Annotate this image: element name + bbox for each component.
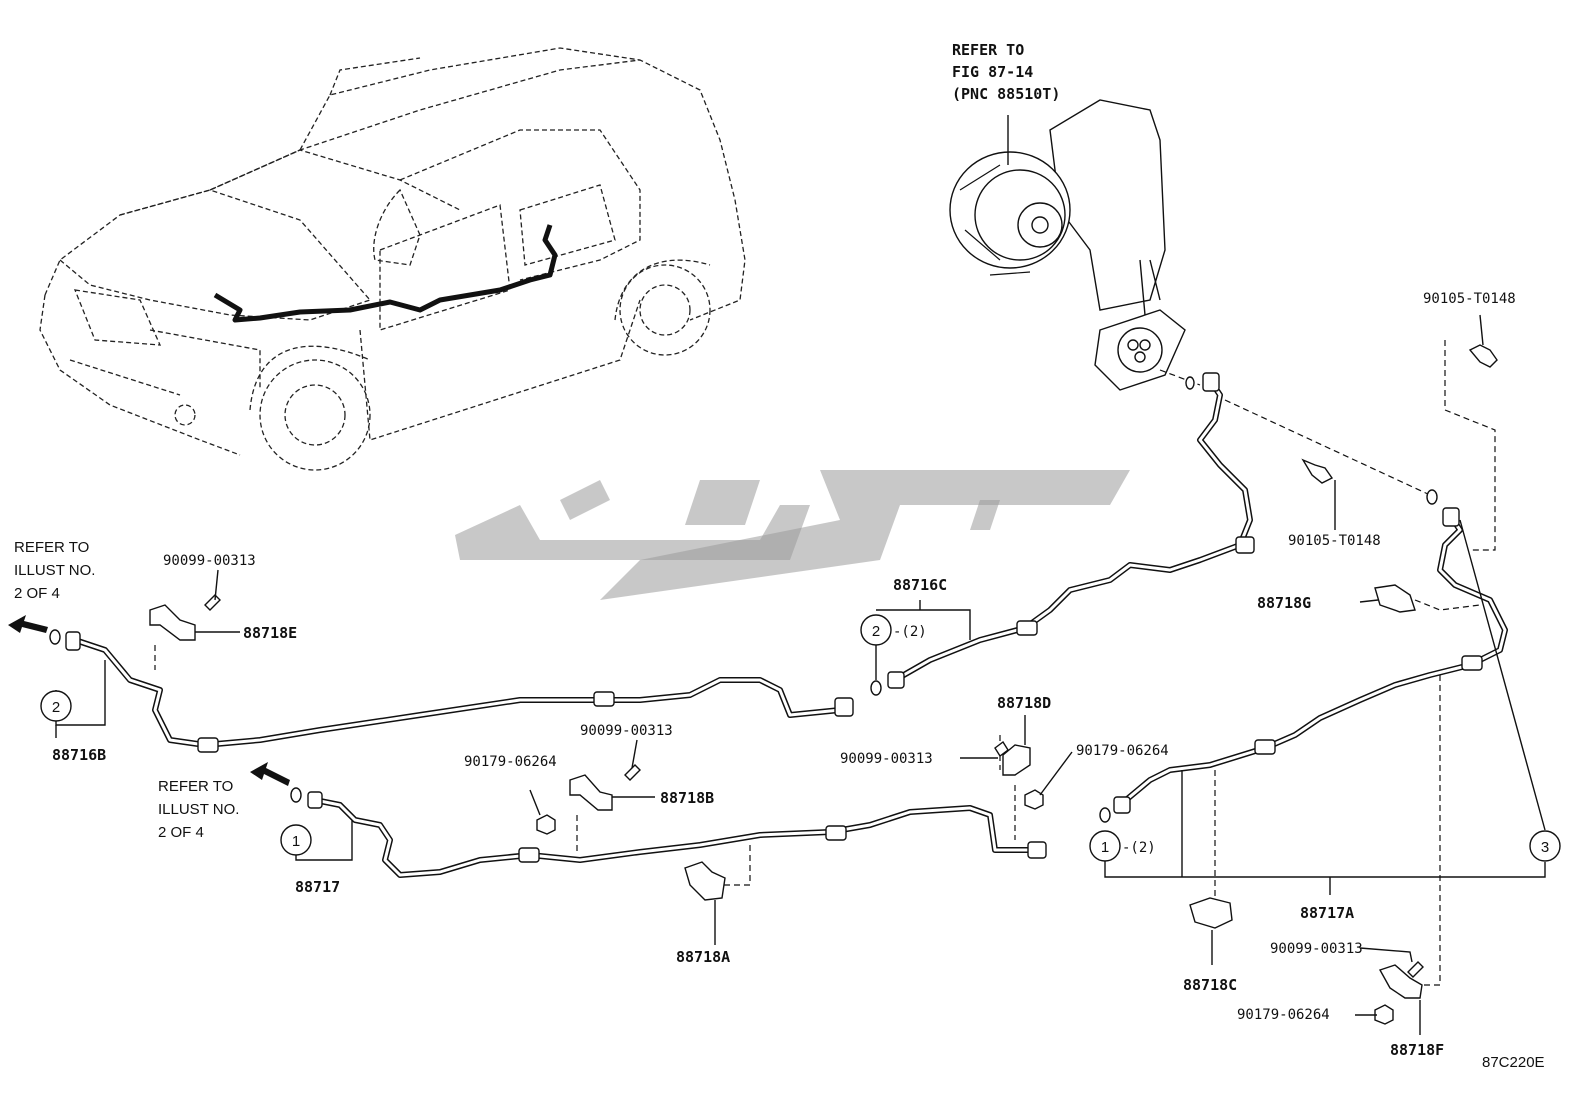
refer-note-line: ILLUST NO.	[158, 801, 239, 818]
clamp-88718A-icon	[684, 861, 726, 901]
small-parts	[8, 344, 1498, 1025]
part-label-88718F: 88718F	[1390, 1041, 1444, 1059]
o-ring-icon	[1426, 489, 1438, 505]
clamp-88718G-icon	[1374, 584, 1416, 613]
part-label-90179-06264: 90179-06264	[1237, 1007, 1330, 1023]
refer-note-line: (PNC 88510T)	[952, 85, 1060, 103]
part-label-88717A: 88717A	[1300, 904, 1354, 922]
part-label-88718E: 88718E	[243, 624, 297, 642]
part-label-88718A: 88718A	[676, 948, 730, 966]
part-labels: 88716B 88716C 88717 88717A 88718A 88718B…	[52, 291, 1545, 1071]
vehicle-illustration	[39, 47, 746, 471]
callout-circle	[280, 824, 312, 856]
callout-2: 2	[52, 699, 60, 716]
callouts: 2 1 2 -(2) 1 -(2) 3	[40, 614, 1561, 862]
part-label-90105-T0148: 90105-T0148	[1423, 291, 1516, 307]
refer-note-line: REFER TO	[952, 41, 1024, 59]
reference-notes: REFER TO FIG 87-14 (PNC 88510T) REFER TO…	[14, 41, 1060, 841]
callout-circle	[40, 690, 72, 722]
part-label-88716C: 88716C	[893, 576, 947, 594]
part-label-88718B: 88718B	[660, 789, 714, 807]
part-label-90099-00313: 90099-00313	[163, 553, 256, 569]
refer-note-line: ILLUST NO.	[14, 562, 95, 579]
callout-1: 1	[1101, 839, 1109, 856]
refer-note-line: REFER TO	[158, 778, 233, 795]
part-label-88718C: 88718C	[1183, 976, 1237, 994]
bolt-icon	[624, 764, 641, 781]
watermark-logo	[455, 470, 1130, 600]
part-label-90179-06264: 90179-06264	[1076, 743, 1169, 759]
part-label-90105-T0148: 90105-T0148	[1288, 533, 1381, 549]
callout-2: 2	[872, 623, 880, 640]
part-label-88717: 88717	[295, 878, 340, 896]
nut-icon	[536, 814, 556, 835]
part-label-90099-00313: 90099-00313	[840, 751, 933, 767]
quantity-note: -(2)	[1122, 840, 1156, 856]
bolt-icon	[1301, 458, 1334, 484]
callout-1: 1	[292, 833, 300, 850]
o-ring-icon	[290, 787, 302, 803]
refer-note-line: REFER TO	[14, 539, 89, 556]
o-ring-icon	[49, 629, 61, 645]
clamp-88718D-icon	[1002, 744, 1031, 776]
part-label-88716B: 88716B	[52, 746, 106, 764]
part-label-90099-00313: 90099-00313	[580, 723, 673, 739]
pipe-88716C	[887, 372, 1255, 689]
refer-note-line: FIG 87-14	[952, 63, 1033, 81]
blower-unit	[949, 99, 1186, 391]
clamp-88718B-icon	[569, 774, 613, 811]
o-ring-icon	[870, 680, 882, 696]
clamp-88718F-icon	[1378, 964, 1423, 999]
pipe-88716B	[65, 631, 854, 753]
bolt-icon	[204, 594, 221, 611]
refer-note-line: 2 OF 4	[158, 824, 204, 841]
diagram-code: 87C220E	[1482, 1054, 1545, 1071]
callout-3: 3	[1541, 839, 1549, 856]
arrow-left-icon	[250, 762, 290, 786]
arrow-left-icon	[8, 615, 48, 633]
bolt-icon	[1468, 344, 1498, 368]
clamp-88718E-icon	[149, 604, 196, 641]
pipe-88717A	[1113, 507, 1508, 814]
part-label-88718G: 88718G	[1257, 594, 1311, 612]
nut-icon	[1374, 1004, 1394, 1025]
pipe-88717	[307, 791, 1047, 878]
callout-circle	[860, 614, 892, 646]
bolt-icon	[1407, 961, 1424, 978]
leader-lines	[55, 314, 1546, 1035]
part-label-88718D: 88718D	[997, 694, 1051, 712]
o-ring-icon	[1185, 376, 1195, 390]
callout-circle	[1529, 830, 1561, 862]
callout-circle	[1089, 830, 1121, 862]
o-ring-icon	[1099, 807, 1111, 823]
refer-note-line: 2 OF 4	[14, 585, 60, 602]
nut-icon	[1024, 789, 1044, 810]
clamp-88718C-icon	[1189, 897, 1233, 929]
guide-lines	[154, 340, 1496, 986]
quantity-note: -(2)	[893, 624, 927, 640]
part-label-90179-06264: 90179-06264	[464, 754, 557, 770]
part-label-90099-00313: 90099-00313	[1270, 941, 1363, 957]
